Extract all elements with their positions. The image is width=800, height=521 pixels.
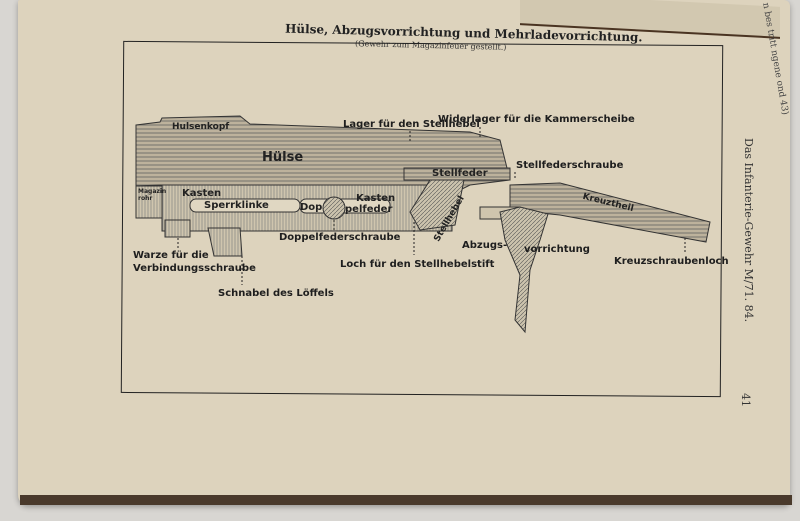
callout-abzugs: Abzugs- bbox=[462, 240, 508, 251]
callout-loch: Loch für den Stellhebelstift bbox=[340, 259, 495, 270]
label-magazinrohr: Magazin rohr bbox=[138, 188, 167, 202]
book-page bbox=[18, 0, 790, 505]
loeffel-schnabel bbox=[207, 227, 243, 257]
callout-warze-line2: Verbindungsschraube bbox=[133, 263, 256, 274]
book-cover-edge bbox=[20, 495, 792, 505]
callout-lager: Lager für den Stellhebel bbox=[343, 119, 480, 130]
warze-part bbox=[164, 219, 191, 238]
callout-doppelfederschraube: Doppelfederschraube bbox=[279, 232, 401, 243]
callout-kreuzschraubenloch: Kreuzschraubenloch bbox=[614, 256, 729, 267]
callout-warze-line1: Warze für die bbox=[133, 250, 209, 261]
callout-schnabel: Schnabel des Löffels bbox=[218, 288, 334, 299]
abzug-trigger bbox=[499, 206, 549, 334]
label-huelsenkopf: Hulsenkopf bbox=[172, 122, 230, 132]
magazinrohr bbox=[135, 185, 163, 219]
callout-vorrichtung: vorrichtung bbox=[524, 244, 590, 255]
label-kasten-1: Kasten bbox=[182, 188, 222, 199]
stellfeder-part bbox=[403, 167, 511, 181]
label-pelfeder: pelfeder bbox=[345, 204, 393, 215]
label-huelse: Hülse bbox=[262, 150, 304, 165]
label-sperrklinke: Sperrklinke bbox=[204, 200, 269, 211]
callout-lines bbox=[177, 127, 686, 285]
doppelfederschraube-part bbox=[322, 196, 346, 220]
callout-stellfederschraube: Stellfederschraube bbox=[516, 160, 624, 171]
label-stellfeder: Stellfeder bbox=[432, 168, 488, 179]
callout-widerlager: Widerlager für die Kammerscheibe bbox=[438, 114, 635, 125]
label-kasten-2: Kasten bbox=[356, 193, 396, 204]
label-dop: Dop bbox=[300, 202, 323, 213]
